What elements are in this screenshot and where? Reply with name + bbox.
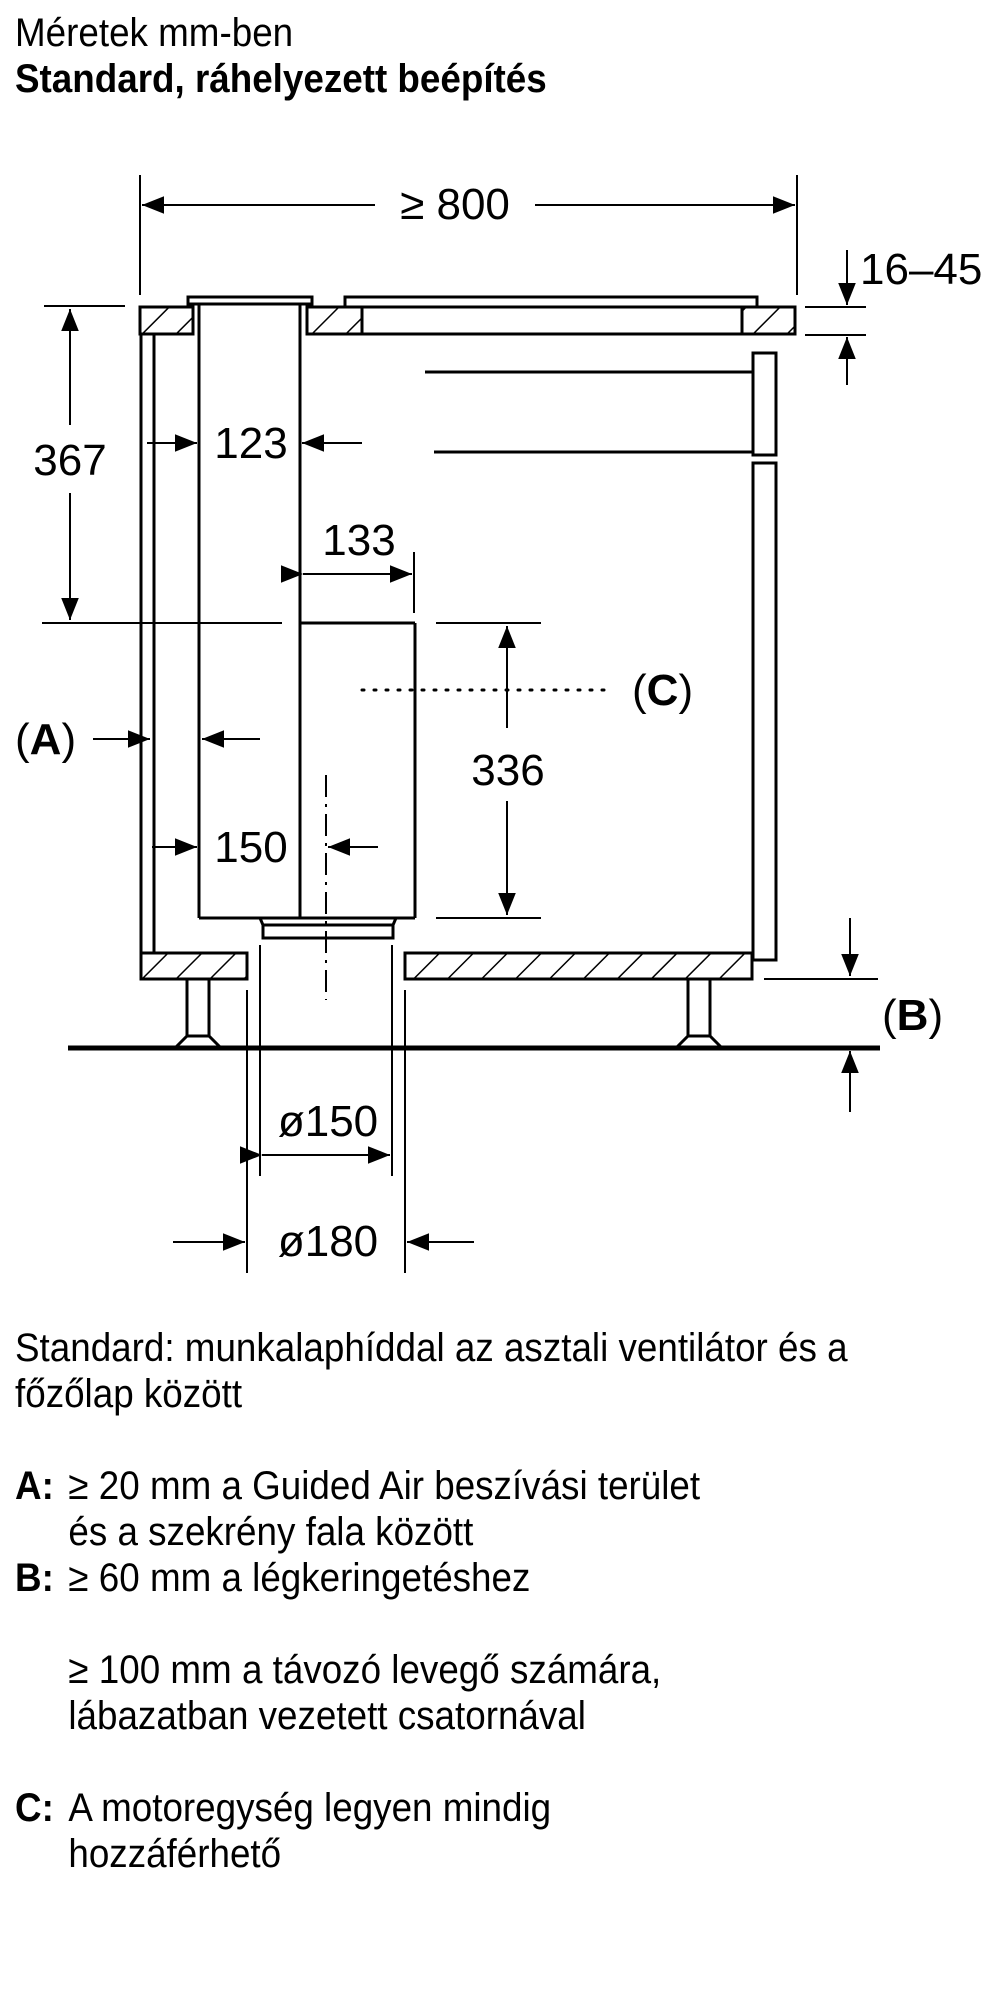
note-b-key: B: — [15, 1556, 54, 1600]
notes-intro: Standard: munkalaphíddal az asztali vent… — [15, 1326, 848, 1416]
downdraft-vent-column — [197, 304, 415, 920]
duct-diameter-dimensions — [173, 945, 474, 1273]
motor-height-label: 336 — [471, 746, 544, 795]
marker-c: (C) — [632, 666, 693, 715]
vent-width-label: 123 — [214, 419, 287, 468]
note-b-line-1: ≥ 60 mm a légkeringetéshez — [68, 1556, 531, 1600]
marker-a: (A) — [15, 715, 76, 764]
cabinet-bottom-shelf — [139, 951, 754, 981]
note-b: B: ≥ 60 mm a légkeringetéshez — [15, 1555, 917, 1601]
motor-unit — [258, 621, 417, 940]
page-title: Standard, ráhelyezett beépítés — [15, 57, 547, 101]
note-b-extra-line-2: lábazatban vezetett csatornával — [68, 1694, 586, 1738]
note-a: A: ≥ 20 mm a Guided Air beszívási terüle… — [15, 1463, 917, 1555]
centerline-offset-label: 150 — [214, 823, 287, 872]
depth-367-label: 367 — [33, 436, 106, 485]
duct-outer-label: ø180 — [278, 1217, 378, 1266]
depth-367-dimension — [42, 305, 541, 624]
note-c-line-1: A motoregység legyen mindig — [68, 1786, 552, 1830]
plinth-leg-right — [675, 977, 723, 1049]
plinth-leg-left — [174, 977, 222, 1049]
note-a-line-1: ≥ 20 mm a Guided Air beszívási terület — [68, 1464, 701, 1508]
duct-inner-label: ø150 — [278, 1097, 378, 1146]
width-dimension — [139, 175, 798, 295]
note-a-line-2: és a szekrény fala között — [68, 1510, 474, 1554]
worktop — [138, 295, 797, 336]
installation-notes: Standard: munkalaphíddal az asztali vent… — [15, 1325, 995, 1877]
motor-width-133-dimension — [281, 552, 415, 613]
cabinet-side-wall — [139, 334, 156, 953]
worktop-thickness-label: 16–45 — [860, 245, 982, 294]
cabinet-front-panel — [425, 351, 778, 962]
note-c-key: C: — [15, 1786, 54, 1830]
marker-b: (B) — [882, 991, 943, 1040]
clearance-b-dimension — [764, 918, 878, 1112]
note-a-key: A: — [15, 1464, 54, 1508]
installation-diagram: ≥ 800 16–45 367 123 133 336 150 ø150 ø18… — [15, 175, 982, 1273]
worktop-thickness-dimension — [805, 250, 866, 385]
note-b-extra: ≥ 100 mm a távozó levegő számára, lábaza… — [15, 1647, 917, 1739]
subtitle-units: Méretek mm-ben — [15, 11, 294, 55]
note-c-line-2: hozzáférhető — [68, 1832, 282, 1876]
note-c: C: A motoregység legyen mindig hozzáférh… — [15, 1785, 917, 1877]
motor-height-336-dimension — [436, 626, 541, 919]
width-label: ≥ 800 — [400, 180, 510, 229]
note-b-extra-line-1: ≥ 100 mm a távozó levegő számára, — [68, 1648, 662, 1692]
motor-width-label: 133 — [322, 516, 395, 565]
note-b-extra-key — [15, 1647, 68, 1739]
